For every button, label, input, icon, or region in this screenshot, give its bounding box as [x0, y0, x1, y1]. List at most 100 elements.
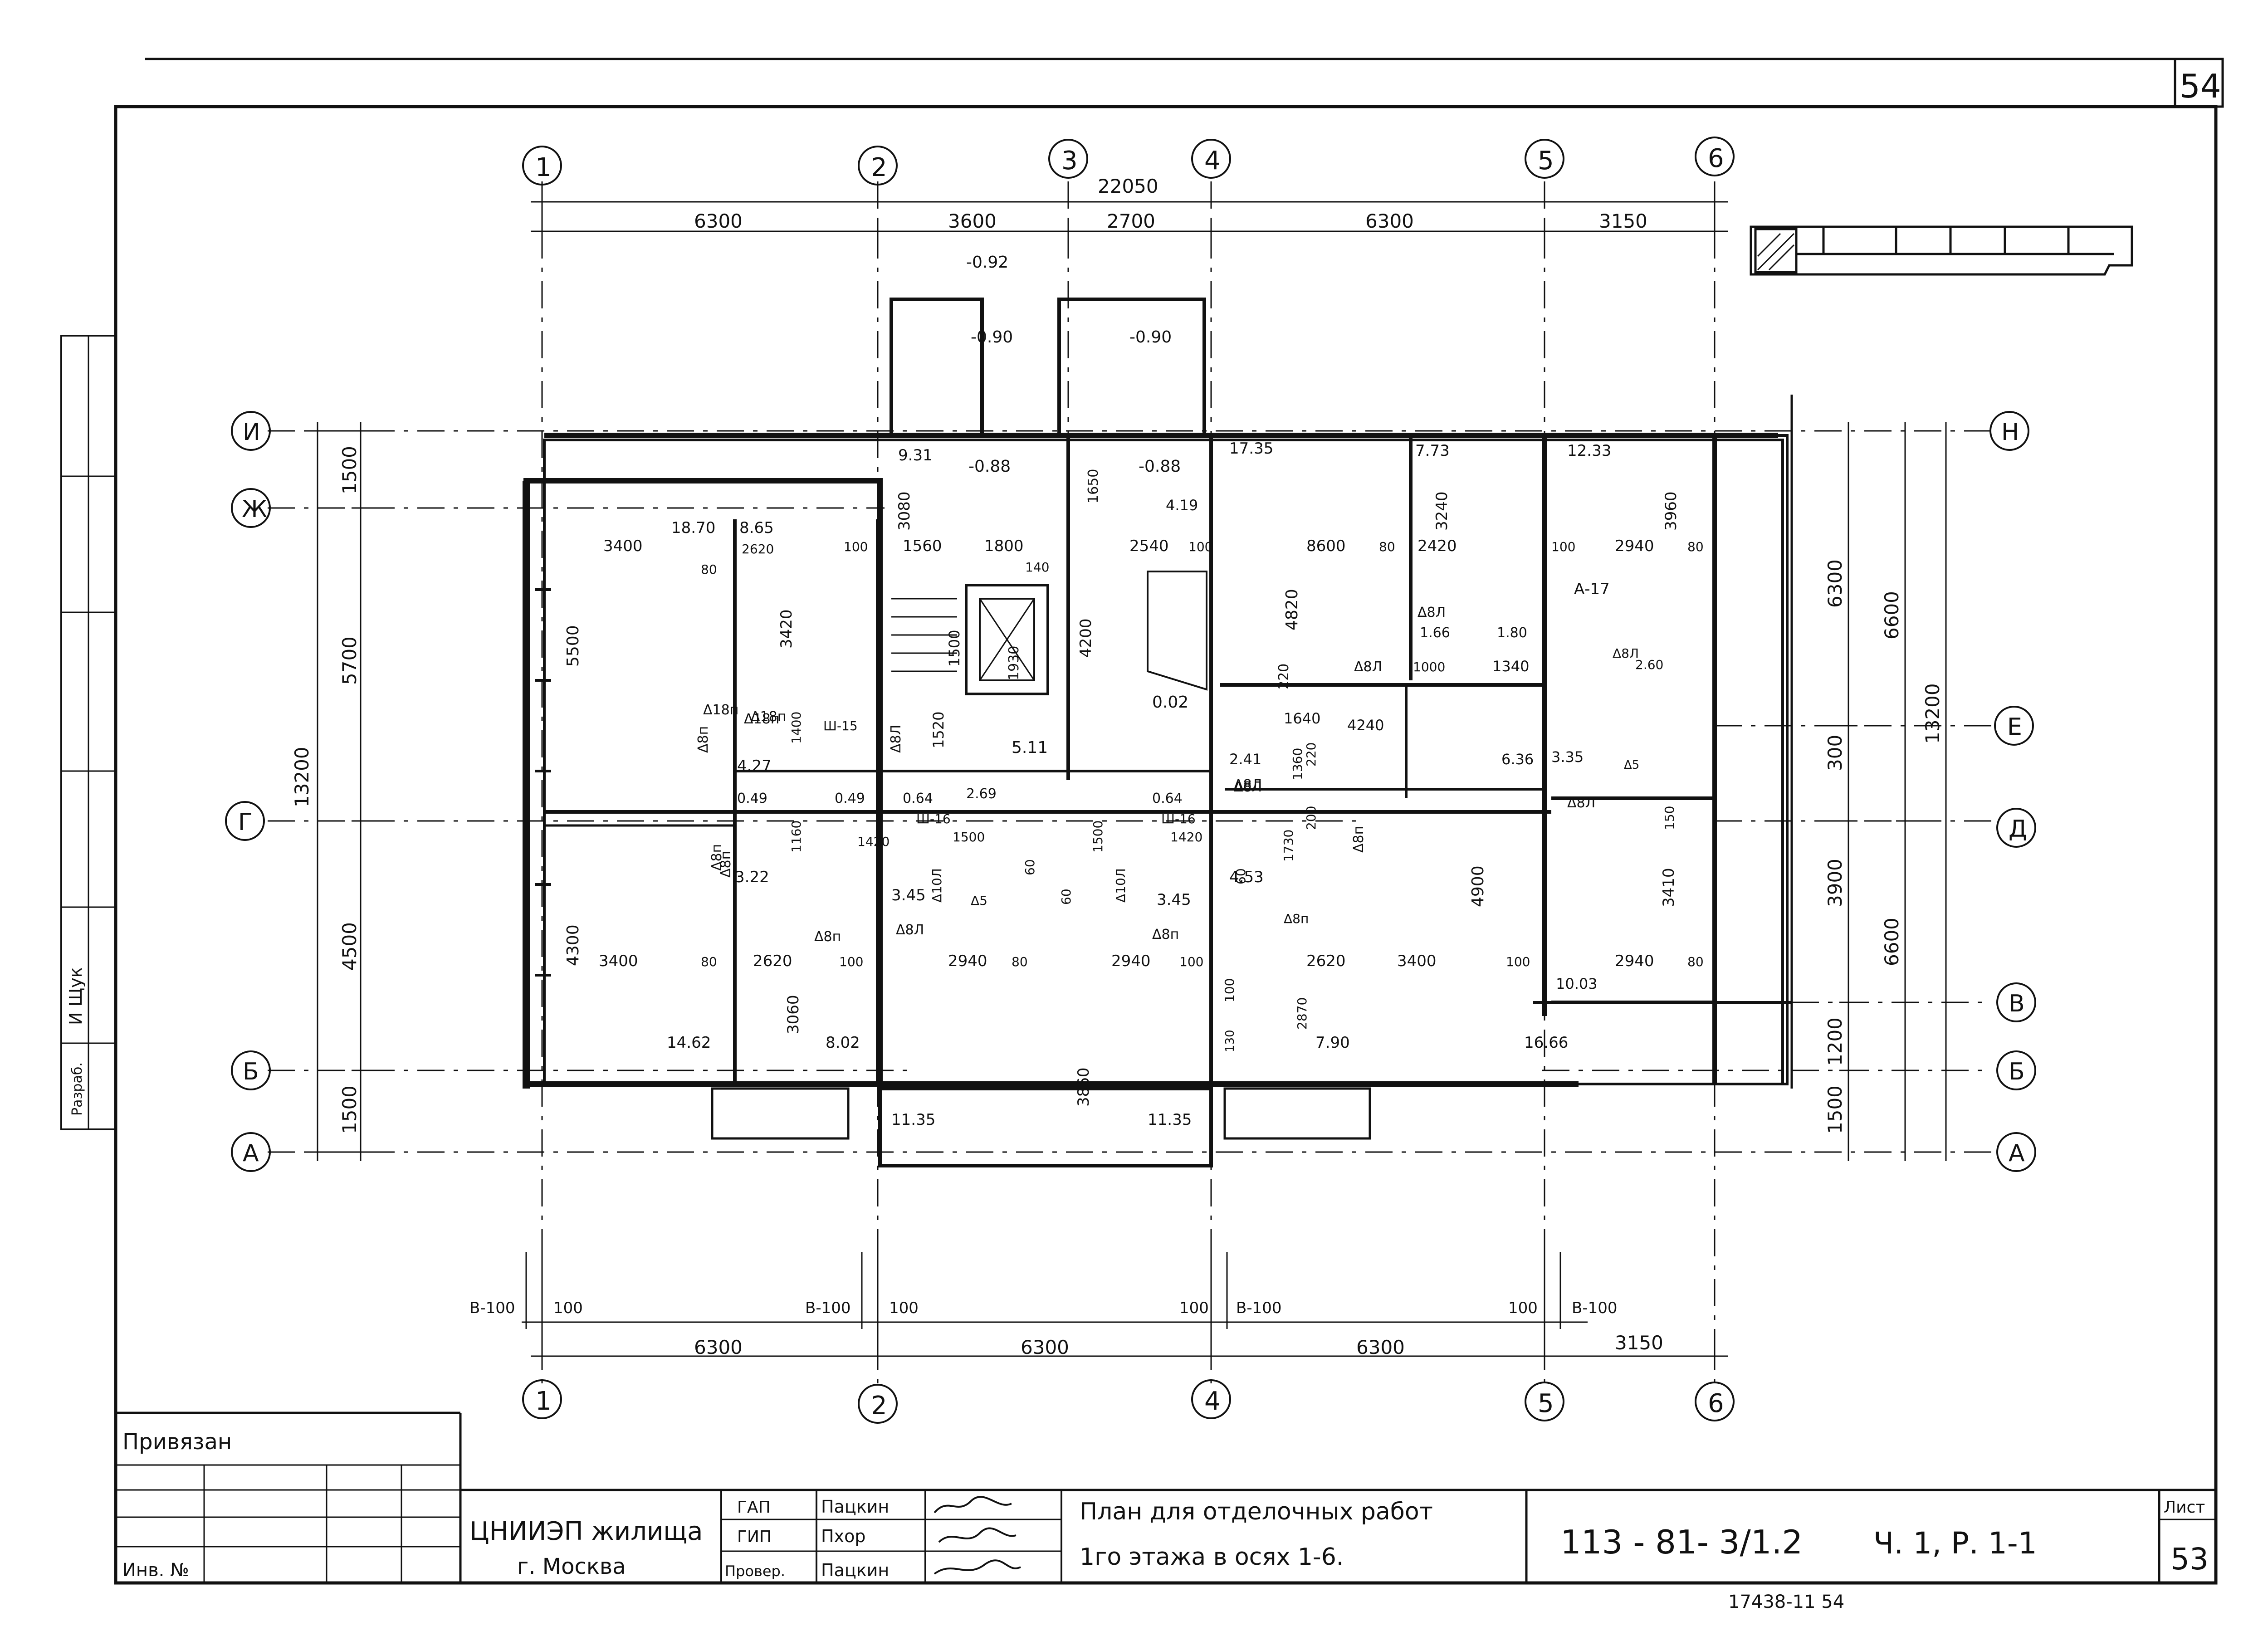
drawing-code: 113 - 81- 3/1.2 — [1560, 1523, 1803, 1561]
dim-mark: В-100 — [1236, 1299, 1282, 1317]
door-mark: Δ8п — [1284, 911, 1309, 926]
room-area: 4.19 — [1166, 497, 1198, 514]
axis-label: 6 — [1708, 1389, 1724, 1418]
inner-dim: 130 — [1223, 1030, 1237, 1052]
dim-mark: В-100 — [805, 1299, 851, 1317]
dim-left: 1500 — [338, 446, 361, 494]
door-mark: Δ8Л — [1567, 795, 1595, 811]
axis-bubble — [858, 146, 898, 186]
inner-dim: 1160 — [789, 820, 804, 853]
dim-right: 300 — [1824, 735, 1846, 771]
axis-bubble — [231, 1132, 271, 1172]
room-area: 4.53 — [1229, 868, 1264, 886]
inner-dim: 1640 — [1284, 710, 1320, 727]
room-area: 1.66 — [1420, 625, 1450, 641]
inner-dim: 100 — [844, 539, 868, 554]
axis-label: 6 — [1708, 144, 1724, 173]
inner-dim: 5500 — [564, 625, 582, 667]
dim-bottom: 6300 — [1356, 1336, 1405, 1358]
dim-right: 6300 — [1824, 559, 1846, 608]
room-areas: 9.31 17.35 7.73 12.33 18.70 8.65 5.11 4.… — [667, 440, 1663, 1129]
inner-dim: 150 — [1662, 806, 1677, 830]
axis-label: 4 — [1204, 146, 1221, 176]
axis-bubble — [231, 1050, 271, 1090]
room-area: 0.49 — [737, 791, 767, 806]
inner-dim: 80 — [1687, 539, 1704, 554]
axis-bubble — [858, 1384, 898, 1424]
inner-dim: 4900 — [1469, 865, 1487, 907]
room-area: 2.41 — [1229, 751, 1261, 768]
room-area: 2.69 — [966, 786, 997, 802]
axis-label: И — [243, 419, 260, 446]
dim-top: 3600 — [948, 210, 997, 232]
door-mark: Δ8Л — [1418, 605, 1446, 620]
level-mark: -0.90 — [1129, 328, 1172, 347]
inner-dim: 1500 — [953, 830, 985, 845]
sheet-corner-number: 54 — [2180, 67, 2221, 105]
element-mark: Δ10Л — [1113, 868, 1128, 903]
sheet-label: Лист — [2164, 1498, 2205, 1517]
axis-bubble — [1695, 1382, 1735, 1421]
dim-mark: В-100 — [1572, 1299, 1618, 1317]
door-mark: Δ8Л — [1234, 777, 1262, 793]
door-mark: Δ18п — [751, 709, 786, 725]
dim-right: 3900 — [1824, 859, 1846, 907]
axis-label: Ж — [242, 496, 267, 523]
title-inv: Инв. № — [122, 1560, 189, 1581]
axis-bubble — [1996, 982, 2036, 1022]
dim-bottom: 6300 — [1021, 1336, 1069, 1358]
inner-dim: 4200 — [1077, 618, 1095, 658]
axis-label: 4 — [1204, 1387, 1221, 1416]
axis-bubble — [1191, 1379, 1231, 1419]
level-mark: -0.90 — [971, 328, 1013, 347]
dimension-chain-top — [531, 193, 1728, 240]
door-mark: Δ8Л — [1234, 779, 1262, 795]
inner-dim: 3400 — [599, 952, 638, 970]
door-mark: Δ8Л — [896, 922, 924, 938]
dim-left: 5700 — [338, 636, 361, 685]
level-mark: -0.88 — [1139, 457, 1181, 476]
room-area: 0.64 — [903, 791, 933, 806]
inner-dim: 4820 — [1283, 589, 1301, 630]
door-mark: Δ18п — [703, 702, 738, 718]
room-area: 1.80 — [1497, 625, 1527, 641]
room-area: 4.27 — [737, 757, 772, 775]
room-area: А-17 — [1574, 580, 1610, 598]
room-area: 6.36 — [1501, 751, 1534, 768]
axis-label: Д — [2009, 816, 2027, 843]
inner-dim: 80 — [701, 562, 717, 577]
dim-top: 2700 — [1107, 210, 1155, 232]
inner-dim: 200 — [1304, 806, 1319, 830]
inner-dim: 80 — [1012, 954, 1028, 969]
inner-dim: 2940 — [1615, 537, 1654, 555]
inner-dim: 1930 — [1006, 646, 1022, 680]
inner-dim: 100 — [1179, 954, 1203, 969]
inner-dim: 8600 — [1306, 537, 1346, 555]
inner-dim: 60 — [1022, 859, 1037, 875]
axis-bubble — [522, 1379, 562, 1419]
drawing-part: Ч. 1, Р. 1-1 — [1873, 1526, 2037, 1561]
strip-name: И Щук — [66, 967, 86, 1025]
role-name: Пхор — [821, 1526, 865, 1546]
dim-right: 13200 — [1921, 683, 1944, 744]
door-mark: Δ8Л — [1613, 646, 1639, 661]
axis-label: А — [2009, 1140, 2025, 1167]
inner-dim: 3400 — [603, 537, 643, 555]
role-label: ГИП — [737, 1528, 772, 1546]
role-label: Провер. — [725, 1563, 785, 1580]
sheet-frame — [60, 58, 2224, 1585]
axis-bubble — [231, 488, 271, 528]
dim-mark: 100 — [889, 1299, 919, 1317]
inner-dim: 80 — [1687, 954, 1704, 969]
inner-dim: 1000 — [1413, 659, 1445, 674]
room-area: 3.45 — [891, 886, 926, 904]
axis-label: Б — [2009, 1058, 2025, 1085]
room-area: 0.49 — [835, 791, 865, 806]
inner-dim: 3060 — [784, 995, 802, 1034]
door-mark: Δ8п — [709, 844, 725, 871]
axis-bubble — [1048, 139, 1088, 179]
level-mark: -0.92 — [966, 253, 1008, 272]
inner-dim: 2940 — [948, 952, 987, 970]
axis-bubbles-right: Н Е Д В Б А — [1989, 411, 2036, 1172]
dim-mark: 100 — [1508, 1299, 1538, 1317]
